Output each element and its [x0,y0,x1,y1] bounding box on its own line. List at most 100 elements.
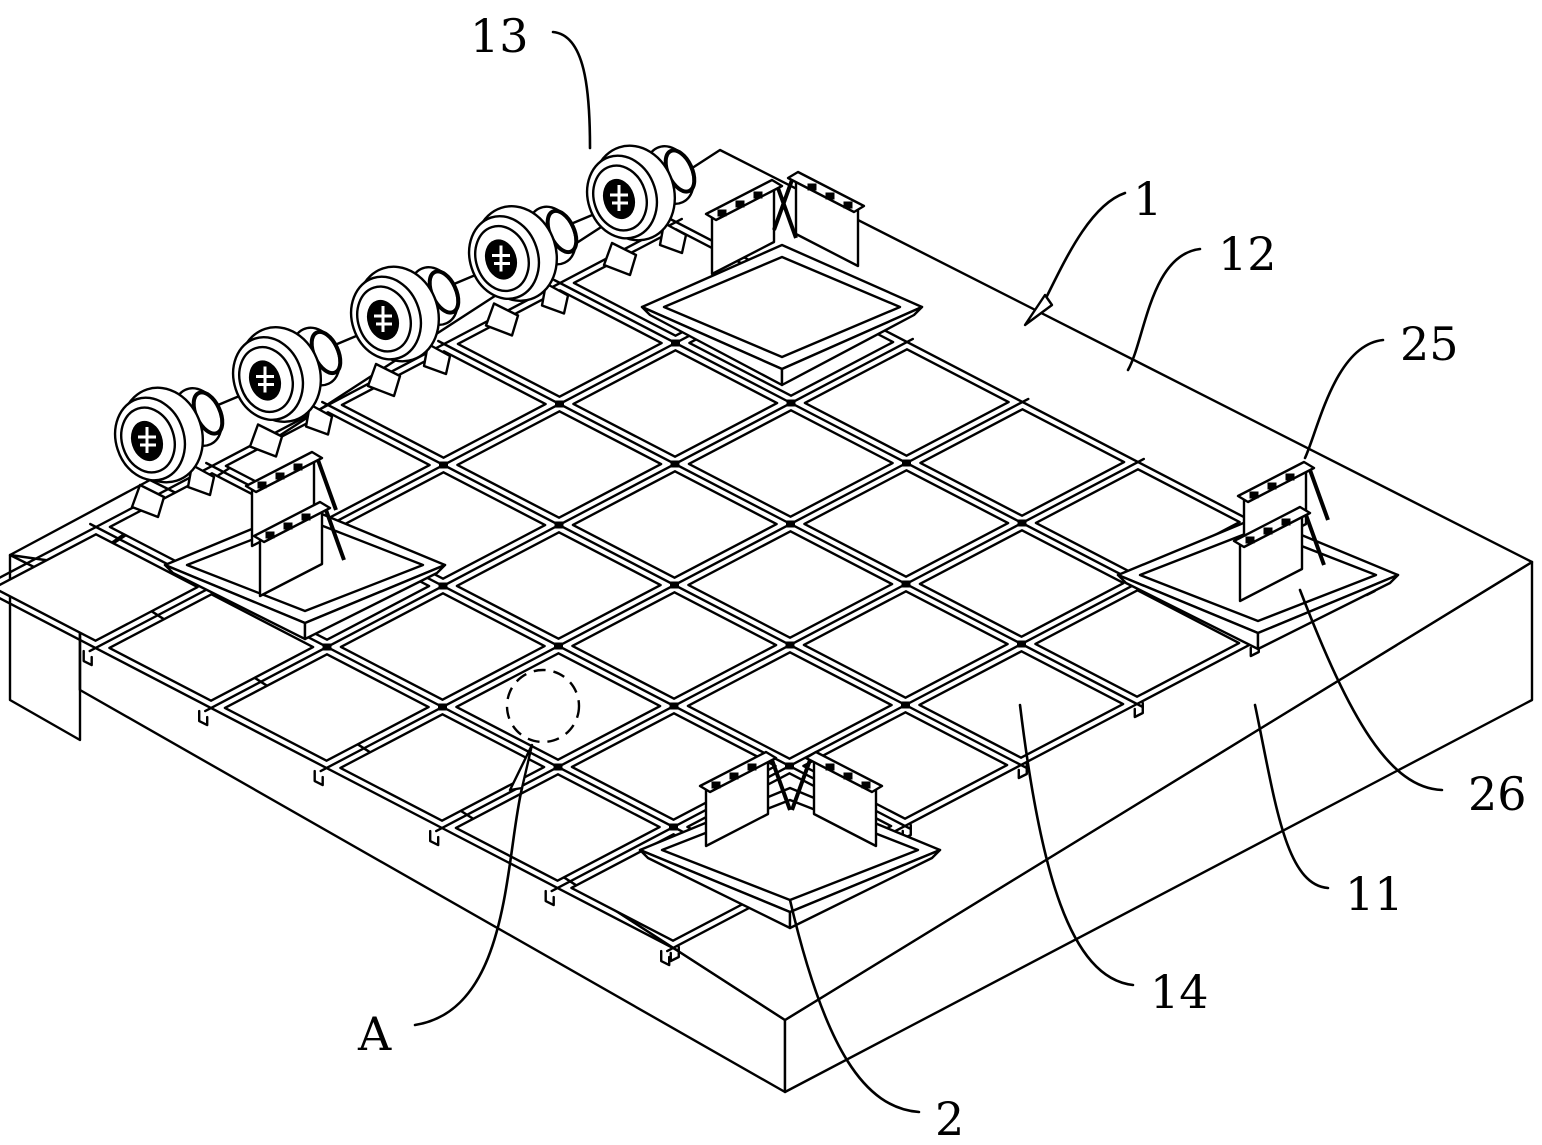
grid-tile [455,531,662,640]
plinth-right [780,305,924,387]
label-26: 26 [1468,767,1527,821]
channel-end [669,945,680,963]
clamp-station-left [163,450,447,641]
fan [231,326,363,458]
grid-node [438,703,447,711]
channel-end [1133,701,1144,719]
grid-tile [456,410,663,519]
grid-tile [803,469,1010,578]
clamp-station-back [640,170,924,387]
label-A: A [357,1007,392,1061]
grid-node [555,400,564,408]
clamp-slot [753,191,763,199]
clamp-brace [1308,469,1330,521]
channel-end [313,769,324,787]
reference-labels: 13 1 12 25 26 11 14 2 A [357,9,1527,1145]
clamp-stations [163,170,1400,930]
arrow-1 [1023,293,1054,327]
fan-inlet-ring [356,285,412,353]
clamp-brace [324,509,346,561]
clamp-brace [776,187,798,239]
fan-stand [540,282,570,315]
clamp-slot [711,781,721,789]
clamp-brace [1304,514,1326,566]
leader-13 [551,30,592,150]
grid-node [670,460,680,468]
grid-tile [803,348,1010,457]
fan-inlet-ring [592,164,648,232]
channel-end [1017,762,1028,780]
clamp-slot [301,513,311,521]
fan-stand [602,241,638,277]
leader-11 [1253,703,1330,890]
grid-tile [572,349,779,458]
grid-node [1017,640,1026,648]
leader-2 [788,898,921,1114]
grid-tile [339,713,546,822]
grid-tile [686,651,893,760]
fan-stand [130,483,166,519]
fan-inlet-ring [120,406,176,474]
leader-12 [1126,247,1202,372]
clamp-slot [807,183,817,191]
fan [467,205,599,337]
clamp-slot [861,781,871,789]
clamp-slot [275,472,285,480]
grid-tile [687,409,894,518]
grid-node [669,702,679,710]
grid-tile [570,712,777,821]
clamp-slot [1263,527,1273,535]
fan-grille-slots [138,427,156,453]
clamp-slot [717,209,727,217]
clamp-slot [825,192,835,200]
clamp-brace [790,759,812,811]
grid-tile [918,529,1125,638]
fan-stand [366,362,402,398]
detail-a-circle [505,668,581,744]
label-25: 25 [1400,317,1459,371]
fan-row [113,144,697,519]
clamp-slot [735,200,745,208]
fan-stand [304,403,334,436]
plinth-right [303,563,447,641]
grid-tile [919,408,1126,517]
label-11: 11 [1345,867,1404,921]
grid-beam [0,597,680,953]
leader-1 [1043,191,1127,302]
clamp-slot [1267,482,1277,490]
fan-stand [186,463,216,497]
clamp-slot [747,763,757,771]
grid-tile [0,533,199,642]
clamp-slot [843,201,853,209]
fan-grille-slots [256,366,274,393]
fan-inlet-ring [474,224,530,293]
clamp-slot [293,463,303,471]
label-13: 13 [470,9,529,63]
fan-grille-slots [610,185,628,211]
label-1: 1 [1133,172,1162,226]
clamp-slot [257,481,267,489]
clamp-station-front [638,750,942,930]
grid-tile [571,470,778,579]
fan-stand [248,423,284,458]
grid-node [554,521,564,529]
grid-node [553,763,563,771]
channel-end [198,709,209,727]
clamp-station-right [1116,460,1400,651]
channel-end [429,829,440,847]
grid-tile [339,592,546,701]
grid-tile [223,653,430,762]
grid-node [785,641,795,649]
grid-node [439,461,448,469]
leader-25 [1303,338,1385,460]
clamp-slot [283,522,293,530]
detail-a-arrowhead [508,743,534,792]
label-12: 12 [1218,227,1277,281]
fan [585,144,697,277]
clamp-slot [1245,536,1255,544]
grid-node [669,823,678,831]
fan-grille-slots [374,306,392,332]
fan [113,386,245,519]
grid-tile [454,773,661,882]
